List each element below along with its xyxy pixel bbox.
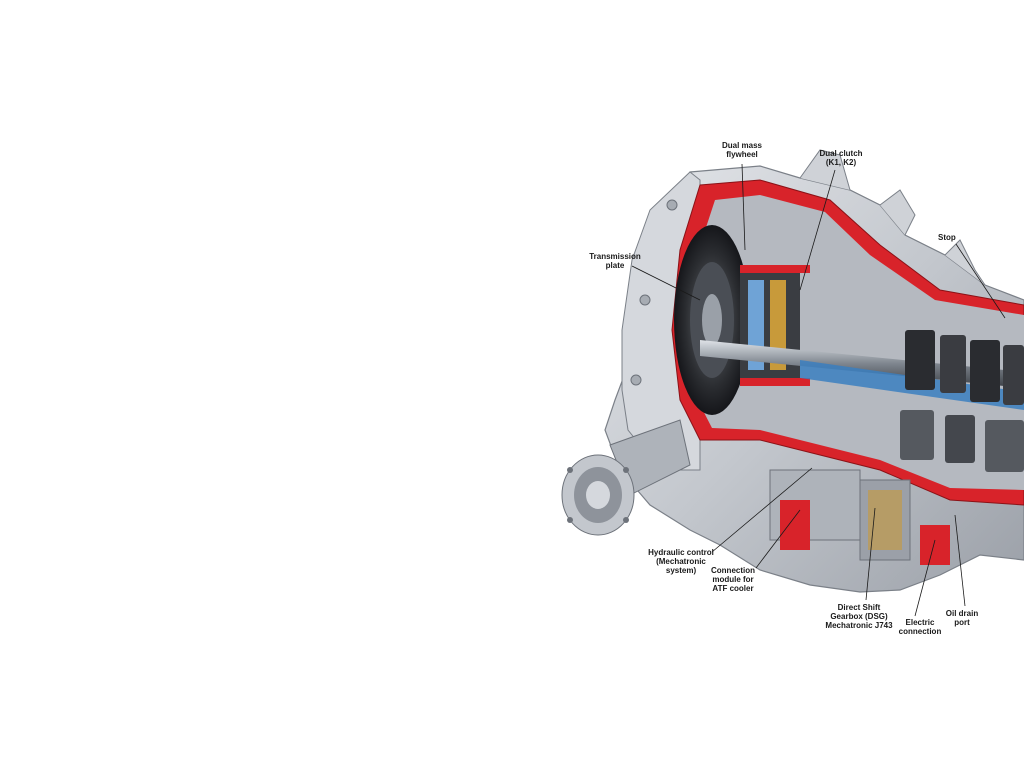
- dual-clutch-assembly: [740, 265, 810, 386]
- gear-sets: [900, 330, 1024, 472]
- label-electric-connection: Electric connection: [898, 618, 942, 636]
- flywheel: [674, 225, 750, 415]
- leader-dual-clutch: [799, 169, 836, 291]
- leader-flywheel: [741, 163, 746, 251]
- leader-connection-module: [755, 509, 801, 569]
- label-transmission-plate: Transmission plate: [589, 252, 641, 270]
- leader-stop: [955, 243, 1006, 319]
- label-stop: Stop: [938, 233, 956, 242]
- label-dual-mass-flywheel: Dual mass flywheel: [721, 141, 763, 159]
- leader-hydraulic: [711, 467, 813, 553]
- leader-mechatronic: [865, 507, 876, 601]
- leader-lines: [631, 163, 1006, 617]
- label-hydraulic-control: Hydraulic control (Mechatronic system): [648, 548, 714, 575]
- label-mechatronic: Direct Shift Gearbox (DSG) Mechatronic J…: [825, 603, 893, 630]
- label-connection-module: Connection module for ATF cooler: [711, 566, 755, 593]
- leader-transmission-plate: [631, 265, 701, 301]
- label-oil-drain-port: Oil drain port: [945, 609, 979, 627]
- leader-electric: [914, 539, 936, 617]
- output-flange: [561, 419, 691, 536]
- leader-oil-drain: [954, 514, 966, 607]
- label-dual-clutch: Dual clutch (K1, K2): [819, 149, 863, 167]
